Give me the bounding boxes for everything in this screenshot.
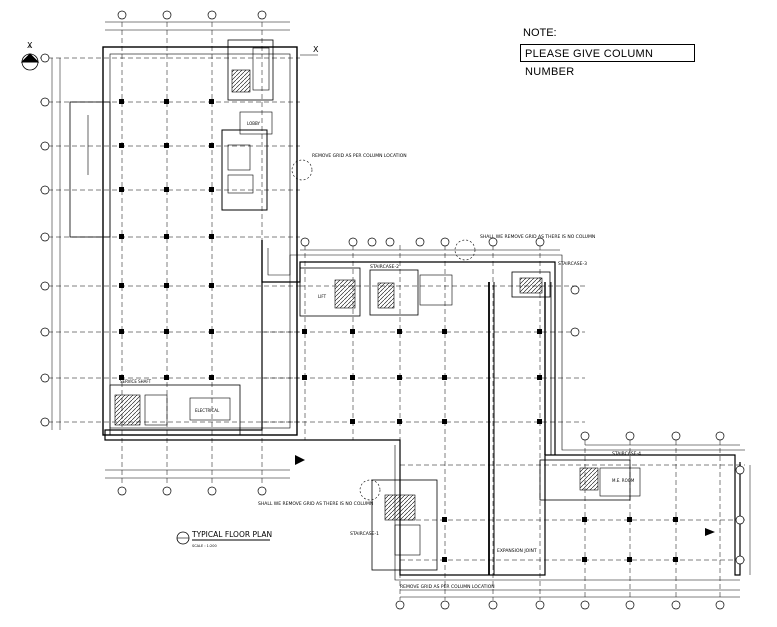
dimension-lines bbox=[51, 21, 751, 598]
annotation-remove-grid-2: SHALL WE REMOVE GRID AS THERE IS NO COLU… bbox=[258, 501, 373, 507]
room-label-lift: LIFT bbox=[318, 294, 327, 299]
staircase-label-3: STAIRCASE-3 bbox=[558, 261, 587, 267]
drawing-title: TYPICAL FLOOR PLAN bbox=[191, 530, 272, 539]
revision-clouds bbox=[291, 159, 476, 501]
section-mark-x-left: X bbox=[27, 41, 33, 50]
grid-bubbles bbox=[40, 10, 745, 610]
note-box: PLEASE GIVE COLUMN NUMBER bbox=[520, 44, 695, 78]
annotation-remove-grid-column: REMOVE GRID AS PER COLUMN LOCATION bbox=[312, 153, 407, 159]
staircase-label-4: STAIRCASE-4 bbox=[612, 451, 641, 457]
annotation-remove-grid-1: SHALL WE REMOVE GRID AS THERE IS NO COLU… bbox=[480, 234, 595, 240]
central-block bbox=[104, 240, 745, 600]
room-label-electrical: ELECTRICAL bbox=[195, 408, 220, 413]
staircase-label-1: STAIRCASE-1 bbox=[350, 531, 379, 537]
annotation-expansion-joint: EXPANSION JOINT bbox=[497, 548, 537, 554]
note-label: NOTE: bbox=[523, 27, 557, 39]
section-mark-x-right: X bbox=[313, 45, 319, 54]
section-marker-left bbox=[20, 53, 40, 71]
arrow-marker-center bbox=[295, 455, 305, 465]
staircase-label-2: STAIRCASE-2 bbox=[370, 264, 399, 270]
west-wing bbox=[40, 22, 300, 485]
annotation-remove-grid-3: REMOVE GRID AS PER COLUMN LOCATION bbox=[400, 584, 495, 590]
room-label-shaft: SERVICE SHAFT bbox=[120, 379, 152, 384]
room-label-me: M.E. ROOM bbox=[612, 478, 635, 483]
drawing-scale: SCALE : 1:200 bbox=[192, 544, 217, 548]
room-label-lobby: LOBBY bbox=[247, 121, 261, 126]
arrow-marker-right bbox=[705, 528, 715, 536]
drawing-title-block: TYPICAL FLOOR PLAN SCALE : 1:200 bbox=[176, 530, 272, 548]
